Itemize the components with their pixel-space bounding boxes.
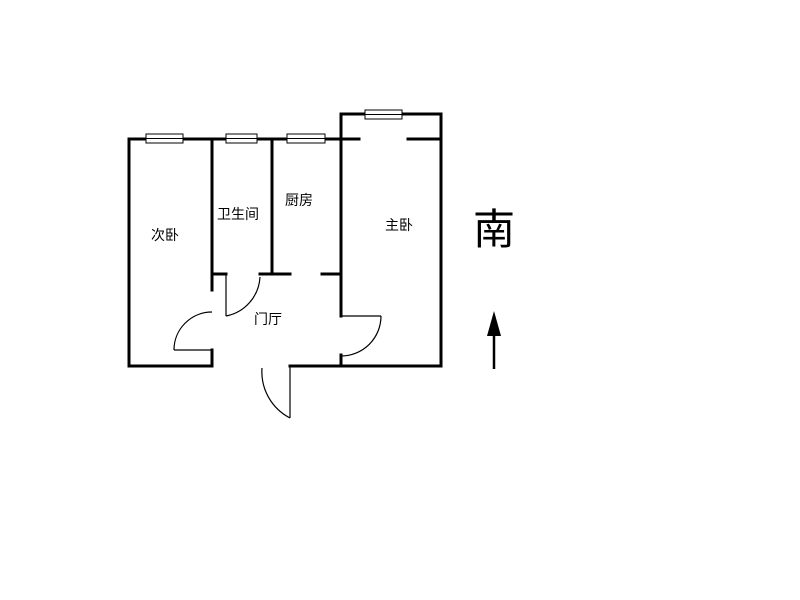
room-label-bathroom: 卫生间 <box>217 207 259 223</box>
window-bathroom <box>225 133 258 144</box>
door-bathroom <box>225 274 261 317</box>
door-entrance <box>261 366 291 419</box>
south-label: 南 <box>473 205 515 254</box>
doors <box>173 274 382 419</box>
door-master-bedroom <box>340 315 382 357</box>
orientation-indicator: 南 <box>473 205 515 369</box>
window-master-bedroom <box>364 109 403 120</box>
room-label-second-bedroom: 次卧 <box>151 228 179 244</box>
window-second-bedroom <box>145 133 184 144</box>
room-label-master-bedroom: 主卧 <box>385 218 413 234</box>
windows <box>145 109 403 144</box>
interior-walls <box>210 137 343 368</box>
window-kitchen <box>286 133 326 144</box>
room-label-entrance-hall: 门厅 <box>254 312 282 328</box>
room-labels: 次卧 卫生间 厨房 主卧 门厅 <box>151 193 413 328</box>
arrow-up-icon <box>487 311 501 369</box>
room-label-kitchen: 厨房 <box>285 193 313 209</box>
door-second-bedroom <box>173 311 213 351</box>
